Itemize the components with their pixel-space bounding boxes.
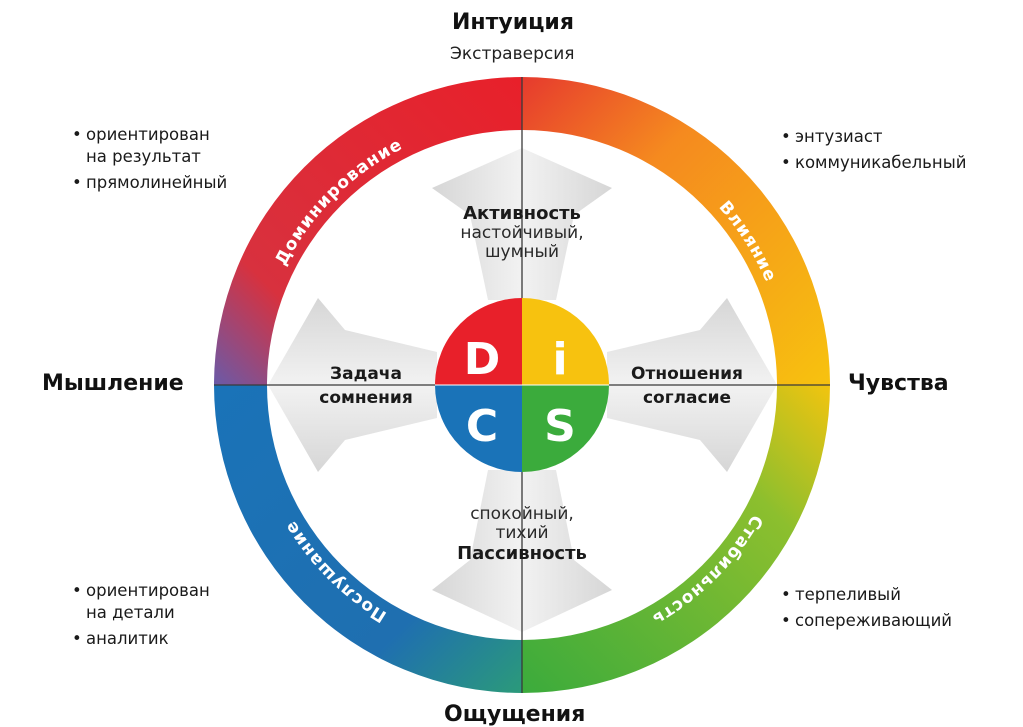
trait-item: сопереживающий (781, 610, 952, 632)
disc-center-circle: D i C S (435, 298, 609, 472)
passivity-line1: спокойный, (470, 504, 574, 524)
arrow-label-left: Задача сомнения (296, 362, 436, 410)
axis-label-bottom: Ощущения (444, 702, 586, 727)
arrow-label-right: Отношения согласие (612, 362, 762, 410)
outer-ring (214, 77, 830, 693)
center-quadrant-d (435, 298, 522, 385)
activity-line1: настойчивый, (460, 223, 584, 243)
arrow-label-down: спокойный, тихий Пассивность (432, 504, 612, 565)
traits-influence: энтузиаст коммуникабельный (781, 126, 966, 174)
task-line1: Задача (330, 364, 402, 384)
activity-title: Активность (463, 203, 581, 224)
letter-i: i (552, 334, 567, 385)
trait-item: аналитик (72, 628, 210, 650)
trait-item: энтузиаст (781, 126, 966, 148)
traits-steadiness: терпеливый сопереживающий (781, 584, 952, 632)
letter-c: C (466, 401, 498, 452)
center-quadrant-c (435, 385, 522, 472)
relations-line2: согласие (642, 388, 732, 408)
trait-item: коммуникабельный (781, 152, 966, 174)
axis-sublabel-top: Экстраверсия (450, 44, 575, 64)
relations-line1: Отношения (631, 364, 743, 384)
ring-segment-compliance (214, 385, 522, 693)
activity-line2: шумный (484, 242, 560, 262)
task-line2: сомнения (319, 388, 413, 408)
axis-label-left: Мышление (42, 371, 184, 396)
center-quadrant-i (522, 298, 609, 385)
letter-d: D (464, 334, 501, 385)
ring-segment-steadiness (522, 385, 830, 693)
trait-item: терпеливый (781, 584, 952, 606)
ring-segment-influence (522, 77, 830, 385)
passivity-title: Пассивность (457, 543, 587, 564)
center-quadrant-s (522, 385, 609, 472)
ring-segment-dominance (214, 77, 522, 385)
axis-label-right: Чувства (848, 371, 949, 396)
trait-item: прямолинейный (72, 172, 227, 194)
axis-label-top: Интуиция (452, 10, 574, 35)
letter-s: S (544, 401, 576, 452)
arrow-label-up: Активность настойчивый, шумный (432, 203, 612, 262)
passivity-line2: тихий (495, 523, 549, 543)
